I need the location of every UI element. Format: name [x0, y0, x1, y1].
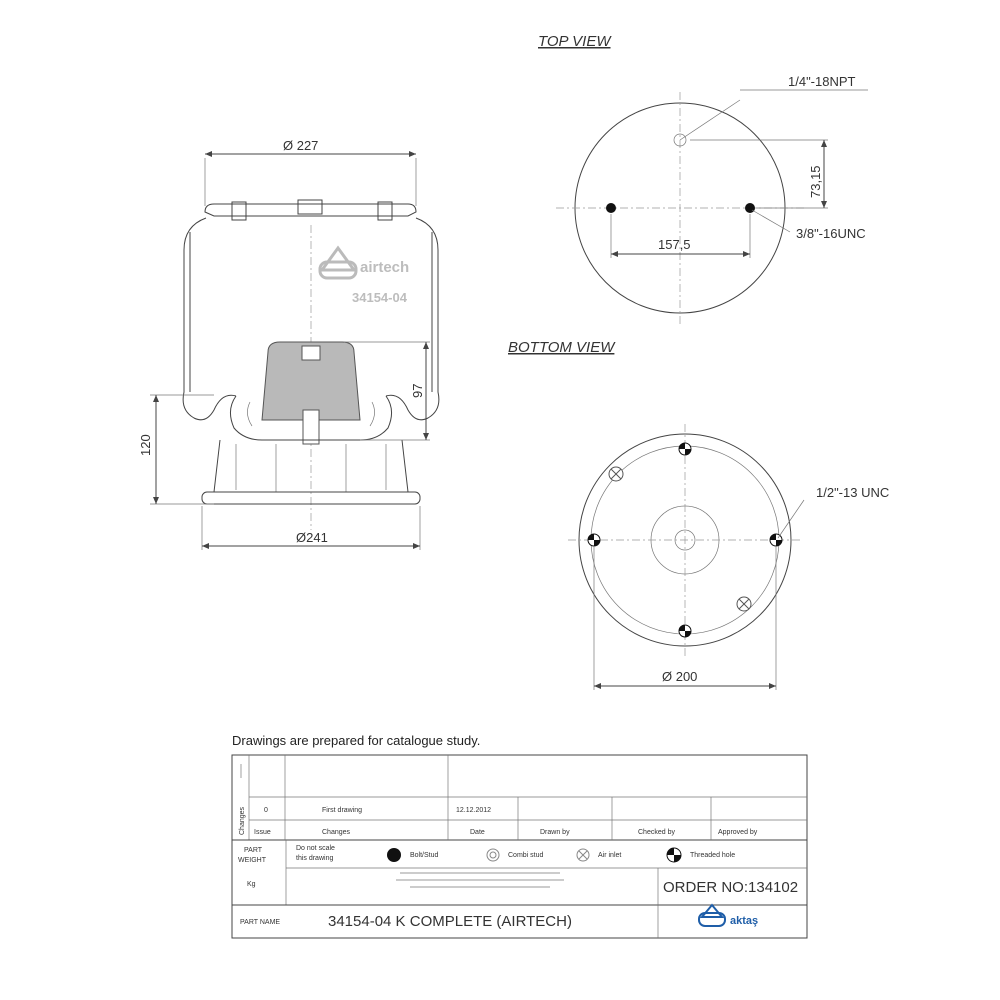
kg-label: Kg	[247, 881, 256, 888]
lobe-inner-lines	[247, 401, 375, 427]
air-port-icon	[673, 133, 687, 147]
dim-top-dia: Ø 227	[283, 138, 318, 153]
bellows-left	[182, 217, 237, 421]
stud-boss-right	[377, 201, 393, 221]
spacing-dim: 157,5	[658, 237, 691, 252]
bellows-right	[385, 217, 440, 421]
changes-side-label: Changes	[239, 806, 246, 835]
threaded-hole-left-icon	[587, 533, 601, 547]
dim-157-arrow-right	[743, 251, 750, 257]
do-not-scale-1: Do not scale	[296, 845, 335, 852]
part-name-label: PART NAME	[240, 919, 280, 926]
air-inlet-boss	[297, 199, 323, 215]
legal-text-lines	[396, 872, 564, 888]
col-changes: Changes	[322, 829, 351, 836]
center-bolt	[302, 409, 320, 445]
bolt-hole-left-icon	[606, 203, 616, 213]
stud-boss-left	[231, 201, 247, 221]
part-code-text: 34154-04	[352, 290, 408, 305]
title-block: Changes 0 First drawing 12.12.2012 Issue…	[231, 754, 808, 939]
dim-241-arrow-right	[413, 543, 420, 549]
dim-73-arrow-top	[821, 140, 827, 147]
dim-241-arrow-left	[202, 543, 209, 549]
brand-text: airtech	[360, 259, 409, 276]
offset-dim: 73,15	[808, 165, 823, 198]
col-issue: Issue	[254, 829, 271, 836]
company-name: aktaş	[730, 915, 758, 927]
thread-label: 1/2"-13 UNC	[816, 485, 889, 500]
side-view: Ø 227 Ø241 120 97 airtech 34154-04	[138, 138, 440, 550]
base-flange	[201, 491, 421, 505]
col-approved: Approved by	[718, 829, 758, 836]
dim-97-arrow-bottom	[423, 433, 429, 440]
part-label: PART	[244, 847, 263, 854]
dim-200-arrow-right	[769, 683, 776, 689]
threaded-hole-right-icon	[769, 533, 783, 547]
bolt-leader	[751, 209, 791, 233]
dim-120-arrow-top	[153, 395, 159, 402]
date-value: 12.12.2012	[456, 807, 491, 814]
combi-stud-lower-icon	[736, 596, 752, 612]
dim-227-arrow-left	[205, 151, 212, 157]
dim-73-arrow-bottom	[821, 201, 827, 208]
dim-200-arrow-left	[594, 683, 601, 689]
airtech-logo-icon	[318, 245, 358, 280]
order-number: ORDER NO:134102	[663, 879, 798, 896]
dim-120-arrow-bottom	[153, 497, 159, 504]
threaded-hole-bottom-icon	[678, 624, 692, 638]
col-drawn: Drawn by	[540, 829, 570, 836]
thread-leader	[777, 499, 805, 539]
col-date: Date	[470, 829, 485, 836]
dim-227-arrow-right	[409, 151, 416, 157]
dim-piston: 97	[410, 384, 425, 398]
top-plate	[204, 203, 417, 217]
bottom-view-title: BOTTOM VIEW	[508, 339, 616, 356]
legend-air: Air inlet	[598, 852, 621, 859]
bolt-label: 3/8"-16UNC	[796, 226, 866, 241]
legend-combi: Combi stud	[508, 852, 544, 859]
bolt-hole-right-icon	[745, 203, 755, 213]
dim-bottom-dia: Ø241	[296, 530, 328, 545]
legend-threaded: Threaded hole	[690, 852, 735, 859]
port-leader	[679, 99, 741, 141]
dim-height: 120	[138, 434, 153, 456]
weight-label: WEIGHT	[238, 857, 267, 864]
dim-157-arrow-left	[611, 251, 618, 257]
do-not-scale-2: this drawing	[296, 855, 333, 862]
bottom-dia: Ø 200	[662, 669, 697, 684]
bottom-view: BOTTOM VIEW	[508, 339, 889, 690]
issue-value: 0	[264, 807, 268, 814]
air-inlet-legend-icon	[576, 848, 590, 862]
aktas-logo-icon	[698, 903, 726, 927]
piston-body	[261, 341, 361, 421]
legend-bolt: Bolt/Stud	[410, 852, 439, 859]
port-label: 1/4"-18NPT	[788, 74, 856, 89]
threaded-hole-top-icon	[678, 442, 692, 456]
top-view: TOP VIEW 1/4"-18NPT 73,15 157,5 3/8"-16U…	[538, 33, 868, 324]
threaded-hole-legend-icon	[666, 847, 682, 863]
part-name: 34154-04 K COMPLETE (AIRTECH)	[328, 913, 572, 930]
catalogue-note: Drawings are prepared for catalogue stud…	[232, 733, 481, 748]
change-value: First drawing	[322, 807, 362, 814]
combi-stud-legend-icon	[486, 848, 500, 862]
dim-97-arrow-top	[423, 342, 429, 349]
combi-stud-upper-icon	[608, 466, 624, 482]
piston-top-boss	[301, 345, 321, 361]
rolling-lobe	[230, 395, 392, 441]
title-block-frame	[231, 754, 808, 939]
top-view-title: TOP VIEW	[538, 33, 612, 50]
bolt-stud-legend-icon	[387, 848, 401, 862]
col-checked: Checked by	[638, 829, 675, 836]
